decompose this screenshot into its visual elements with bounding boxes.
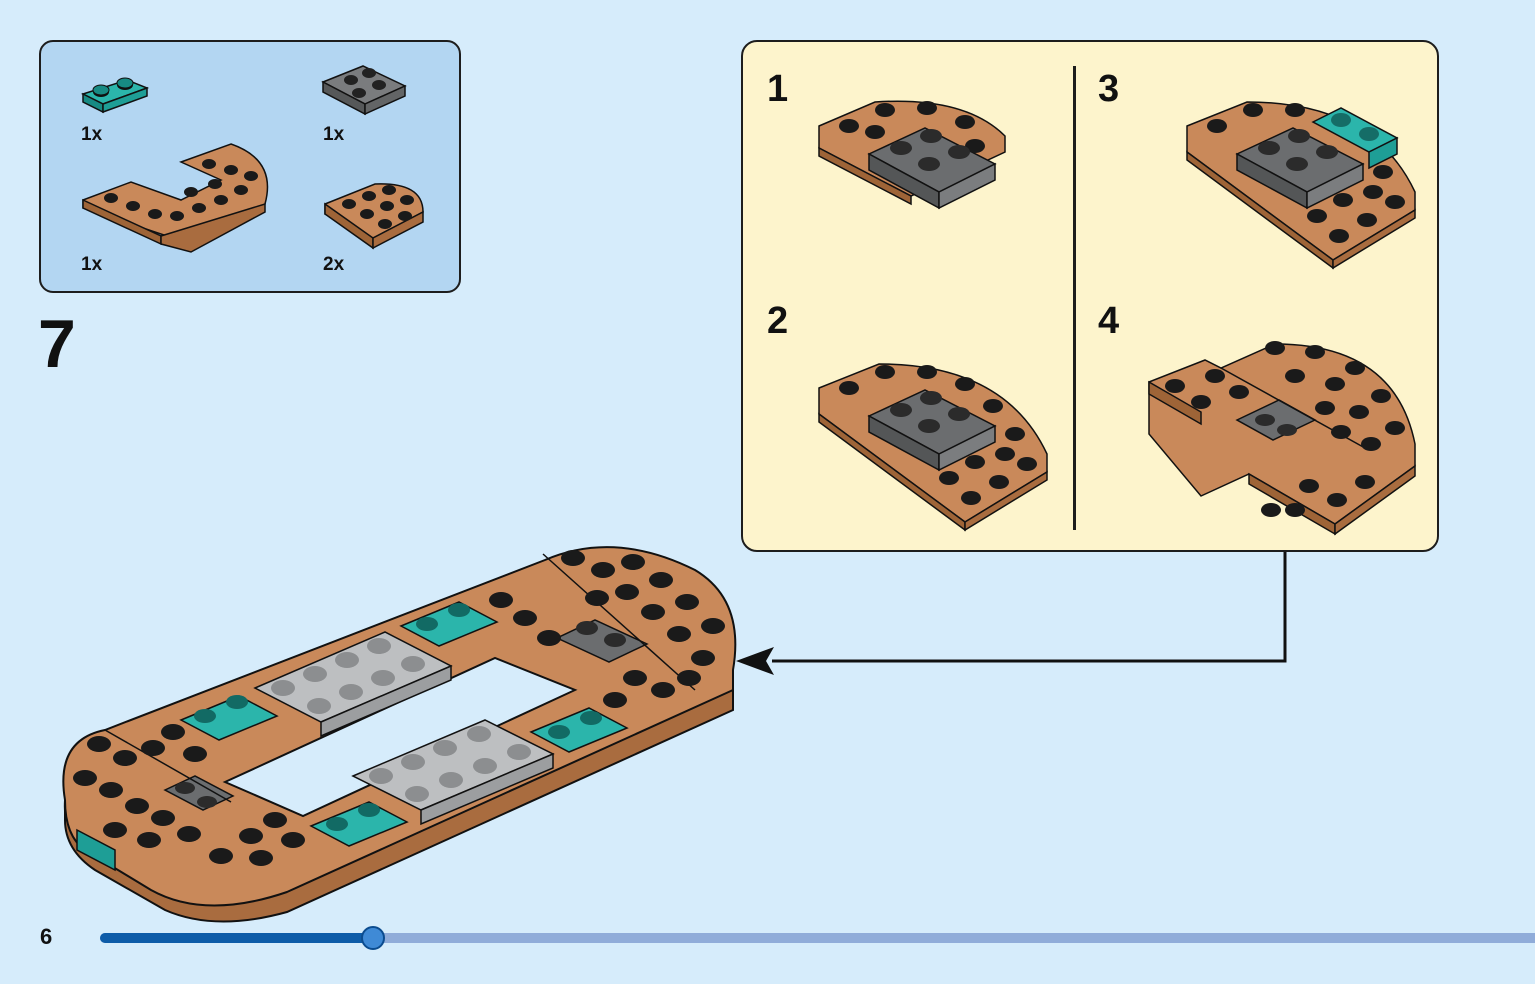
- sub-step-4-illustration: [1148, 341, 1416, 536]
- main-model-illustration: [62, 546, 737, 923]
- sub-step-number: 3: [1098, 68, 1120, 110]
- curved-plate-image: [82, 143, 269, 253]
- sub-step-number: 4: [1098, 300, 1120, 342]
- progress-bar[interactable]: [100, 926, 1535, 950]
- part-quantity: 1x: [81, 254, 103, 275]
- sub-step-3-illustration: [1186, 101, 1416, 270]
- sub-step-number: 1: [767, 68, 789, 110]
- sub-assembly-box: 1 2 3 4: [741, 40, 1439, 552]
- part-quantity: 1x: [81, 124, 103, 145]
- corner-plate-image: [324, 183, 424, 250]
- sub-step-number: 2: [767, 300, 789, 342]
- teal-plate-image: [81, 77, 150, 114]
- part-quantity: 1x: [323, 124, 345, 145]
- progress-knob-icon[interactable]: [360, 926, 385, 950]
- progress-fill: [100, 933, 373, 943]
- part-quantity: 2x: [323, 254, 345, 275]
- sub-assembly-divider: [1073, 66, 1076, 530]
- page-number: 6: [40, 924, 53, 949]
- grey-plate-image: [321, 65, 407, 116]
- parts-list-box: 1x 1x 1x: [39, 40, 461, 293]
- sub-step-2-illustration: [818, 363, 1048, 532]
- sub-step-1-illustration: [818, 100, 1006, 210]
- step-number: 7: [38, 306, 76, 382]
